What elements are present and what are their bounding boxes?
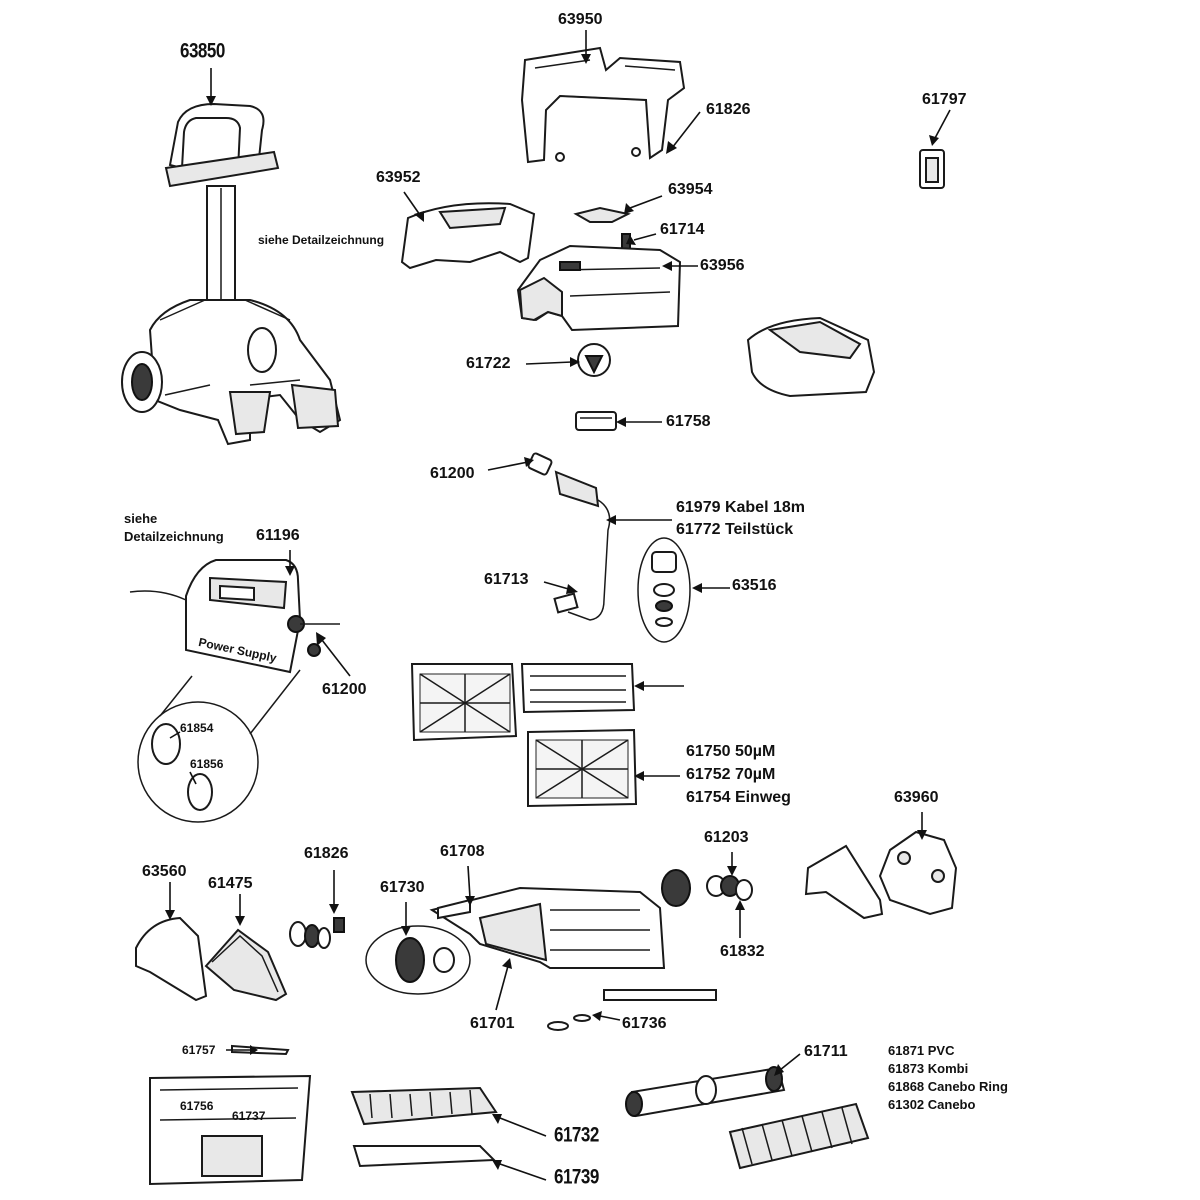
label-61979: 61979 Kabel 18m	[676, 499, 805, 516]
label-63950: 63950	[558, 11, 603, 28]
label-61714: 61714	[660, 221, 705, 238]
label-61732: 61732	[554, 1122, 599, 1147]
label-61832: 61832	[720, 943, 765, 960]
label-61868: 61868 Canebo Ring	[888, 1079, 1008, 1094]
label-63560: 63560	[142, 863, 187, 880]
label-siehe: siehe	[124, 511, 158, 526]
robot-handle-icon	[520, 46, 686, 164]
label-61757: 61757	[182, 1043, 216, 1057]
filter-panel-icon	[410, 663, 638, 808]
label-61797: 61797	[922, 91, 967, 108]
bearing-set-icon	[661, 869, 753, 907]
plate-part-icon	[573, 206, 631, 223]
label-61752: 61752 70µM	[686, 766, 776, 783]
impeller-bar-icon	[350, 1086, 498, 1168]
cable-swivel-icon	[527, 452, 611, 621]
impeller-icon	[577, 343, 611, 377]
label-61737: 61737	[232, 1109, 266, 1123]
label-61854: 61854	[180, 721, 214, 735]
label-61873: 61873 Kombi	[888, 1061, 969, 1076]
label-detailzeichnung: Detailzeichnung	[124, 529, 224, 544]
wheel-pin-icon	[289, 917, 345, 949]
connector-detail-icon	[137, 669, 301, 823]
label-61196: 61196	[256, 527, 300, 544]
side-cover-icon	[746, 316, 876, 398]
label-63516: 63516	[732, 577, 777, 594]
label-61722: 61722	[466, 355, 511, 372]
caddy-cart-icon	[121, 102, 342, 446]
motor-housing-icon	[516, 244, 682, 332]
side-frame-icon	[804, 830, 958, 920]
label-63960: 63960	[894, 789, 939, 806]
power-supply-icon	[129, 559, 340, 674]
label-61826-top: 61826	[706, 101, 751, 118]
label-61200-top: 61200	[430, 465, 475, 482]
label-61750: 61750 50µM	[686, 743, 776, 760]
swivel-kit-icon	[637, 537, 691, 643]
label-61754: 61754 Einweg	[686, 789, 791, 806]
washer-set-icon	[547, 1014, 591, 1031]
label-61856: 61856	[190, 757, 224, 771]
label-61730: 61730	[380, 879, 425, 896]
label-61475: 61475	[208, 875, 253, 892]
label-61772: 61772 Teilstück	[676, 521, 794, 538]
label-61871: 61871 PVC	[888, 1043, 955, 1058]
label-61736: 61736	[622, 1015, 667, 1032]
label-61711: 61711	[804, 1043, 848, 1060]
label-61203: 61203	[704, 829, 749, 846]
label-61713: 61713	[484, 571, 529, 588]
top-cover-icon	[400, 202, 536, 270]
label-61701: 61701	[470, 1015, 515, 1032]
basket-housing-icon	[149, 1044, 312, 1186]
label-61758: 61758	[666, 413, 711, 430]
label-63956: 63956	[700, 257, 745, 274]
ring-part-icon	[575, 411, 617, 431]
label-61756: 61756	[180, 1099, 214, 1113]
side-panel-track-icon	[135, 916, 288, 1002]
label-61739: 61739	[554, 1164, 599, 1189]
chassis-icon	[429, 886, 717, 1001]
label-61708: 61708	[440, 843, 485, 860]
label-61302: 61302 Canebo	[888, 1097, 976, 1112]
label-63954: 63954	[668, 181, 713, 198]
label-63952: 63952	[376, 169, 421, 186]
label-siehe-detail-caddy: siehe Detailzeichnung	[258, 233, 385, 247]
wheel-detail-icon	[365, 925, 471, 995]
clip-part-icon	[919, 149, 945, 189]
label-61826-bottom: 61826	[304, 845, 349, 862]
label-63850: 63850	[180, 38, 225, 63]
brush-roller-icon	[625, 1066, 870, 1170]
label-61200-bottom: 61200	[322, 681, 367, 698]
